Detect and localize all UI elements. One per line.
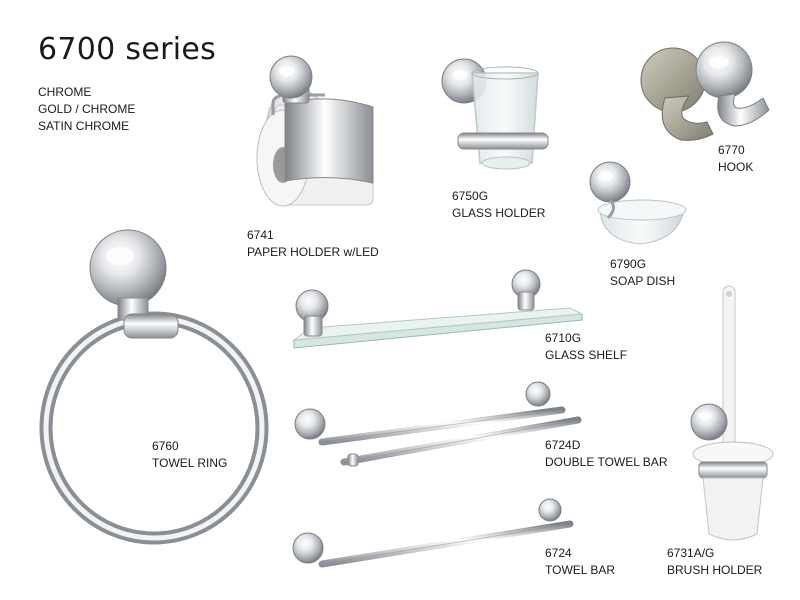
product-code: 6790G: [610, 257, 647, 271]
product-code: 6750G: [452, 189, 489, 203]
product-code: 6741: [247, 228, 274, 242]
double-towel-bar-caption: 6724D DOUBLE TOWEL BAR: [545, 437, 667, 471]
product-code: 6770: [718, 143, 745, 157]
paper-holder-image: [256, 55, 374, 207]
towel-ring-caption: 6760 TOWEL RING: [152, 438, 227, 472]
product-code: 6710G: [545, 331, 582, 345]
brush-holder-image: [690, 285, 774, 541]
soap-dish-image: [589, 161, 687, 245]
product-name: TOWEL RING: [152, 456, 228, 470]
finish-item: SATIN CHROME: [38, 119, 130, 133]
product-code: 6731A/G: [667, 546, 715, 560]
glass-holder-image: [441, 58, 549, 170]
towel-bar-image: [292, 498, 574, 568]
glass-holder-caption: 6750G GLASS HOLDER: [452, 188, 545, 222]
double-towel-bar-image: [294, 381, 582, 467]
product-name: GLASS SHELF: [545, 348, 628, 362]
paper-holder-caption: 6741 PAPER HOLDER w/LED: [247, 227, 379, 261]
glass-shelf-image: [292, 269, 584, 349]
glass-shelf-caption: 6710G GLASS SHELF: [545, 330, 627, 364]
soap-dish-caption: 6790G SOAP DISH: [610, 256, 675, 290]
product-name: TOWEL BAR: [545, 563, 616, 577]
product-code: 6760: [152, 439, 179, 453]
product-name: HOOK: [718, 160, 754, 174]
product-code: 6724D: [545, 438, 581, 452]
towel-bar-caption: 6724 TOWEL BAR: [545, 545, 615, 579]
product-name: GLASS HOLDER: [452, 206, 546, 220]
product-name: SOAP DISH: [610, 274, 676, 288]
towel-ring-image: [39, 229, 269, 545]
finish-list: CHROME GOLD / CHROME SATIN CHROME: [38, 84, 135, 135]
brush-holder-caption: 6731A/G BRUSH HOLDER: [667, 545, 762, 579]
product-name: PAPER HOLDER w/LED: [247, 245, 379, 259]
product-code: 6724: [545, 546, 572, 560]
product-name: DOUBLE TOWEL BAR: [545, 455, 668, 469]
product-name: BRUSH HOLDER: [667, 563, 763, 577]
hook-image: [640, 41, 770, 141]
hook-caption: 6770 HOOK: [718, 142, 753, 176]
page-title: 6700 series: [38, 32, 217, 67]
finish-item: GOLD / CHROME: [38, 102, 136, 116]
finish-item: CHROME: [38, 85, 92, 99]
